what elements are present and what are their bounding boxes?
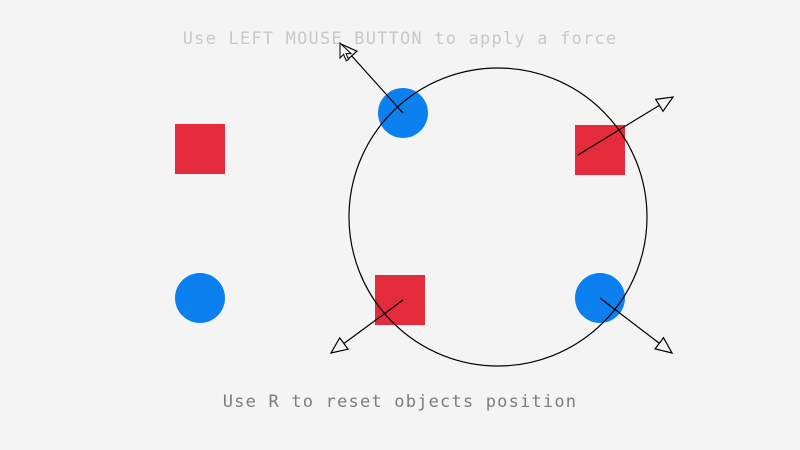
force-arrow-shaft <box>577 104 660 156</box>
constraint-circle-group <box>348 67 648 367</box>
square-right[interactable] <box>575 125 625 175</box>
bodies-group <box>175 88 625 325</box>
square-bottom[interactable] <box>375 275 425 325</box>
hint-text-top: Use LEFT MOUSE BUTTON to apply a force <box>182 29 618 49</box>
force-arrow-shaft <box>599 297 660 344</box>
hint-text-bottom: Use R to reset objects position <box>222 392 578 412</box>
force-arrow-circle-bottom-right <box>599 297 674 354</box>
force-arrow-square-right <box>577 96 675 156</box>
circle-left[interactable] <box>175 273 225 323</box>
force-arrow-head <box>654 336 674 354</box>
force-arrow-shaft <box>351 55 404 114</box>
force-arrows-group <box>329 42 675 354</box>
square-left[interactable] <box>175 124 225 174</box>
force-arrow-head <box>654 96 675 113</box>
force-arrow-head <box>329 336 350 354</box>
force-arrow-circle-top <box>339 42 404 114</box>
force-arrow-shaft <box>343 299 404 344</box>
force-arrow-square-bottom <box>329 299 404 354</box>
constraint-circle <box>348 67 648 367</box>
